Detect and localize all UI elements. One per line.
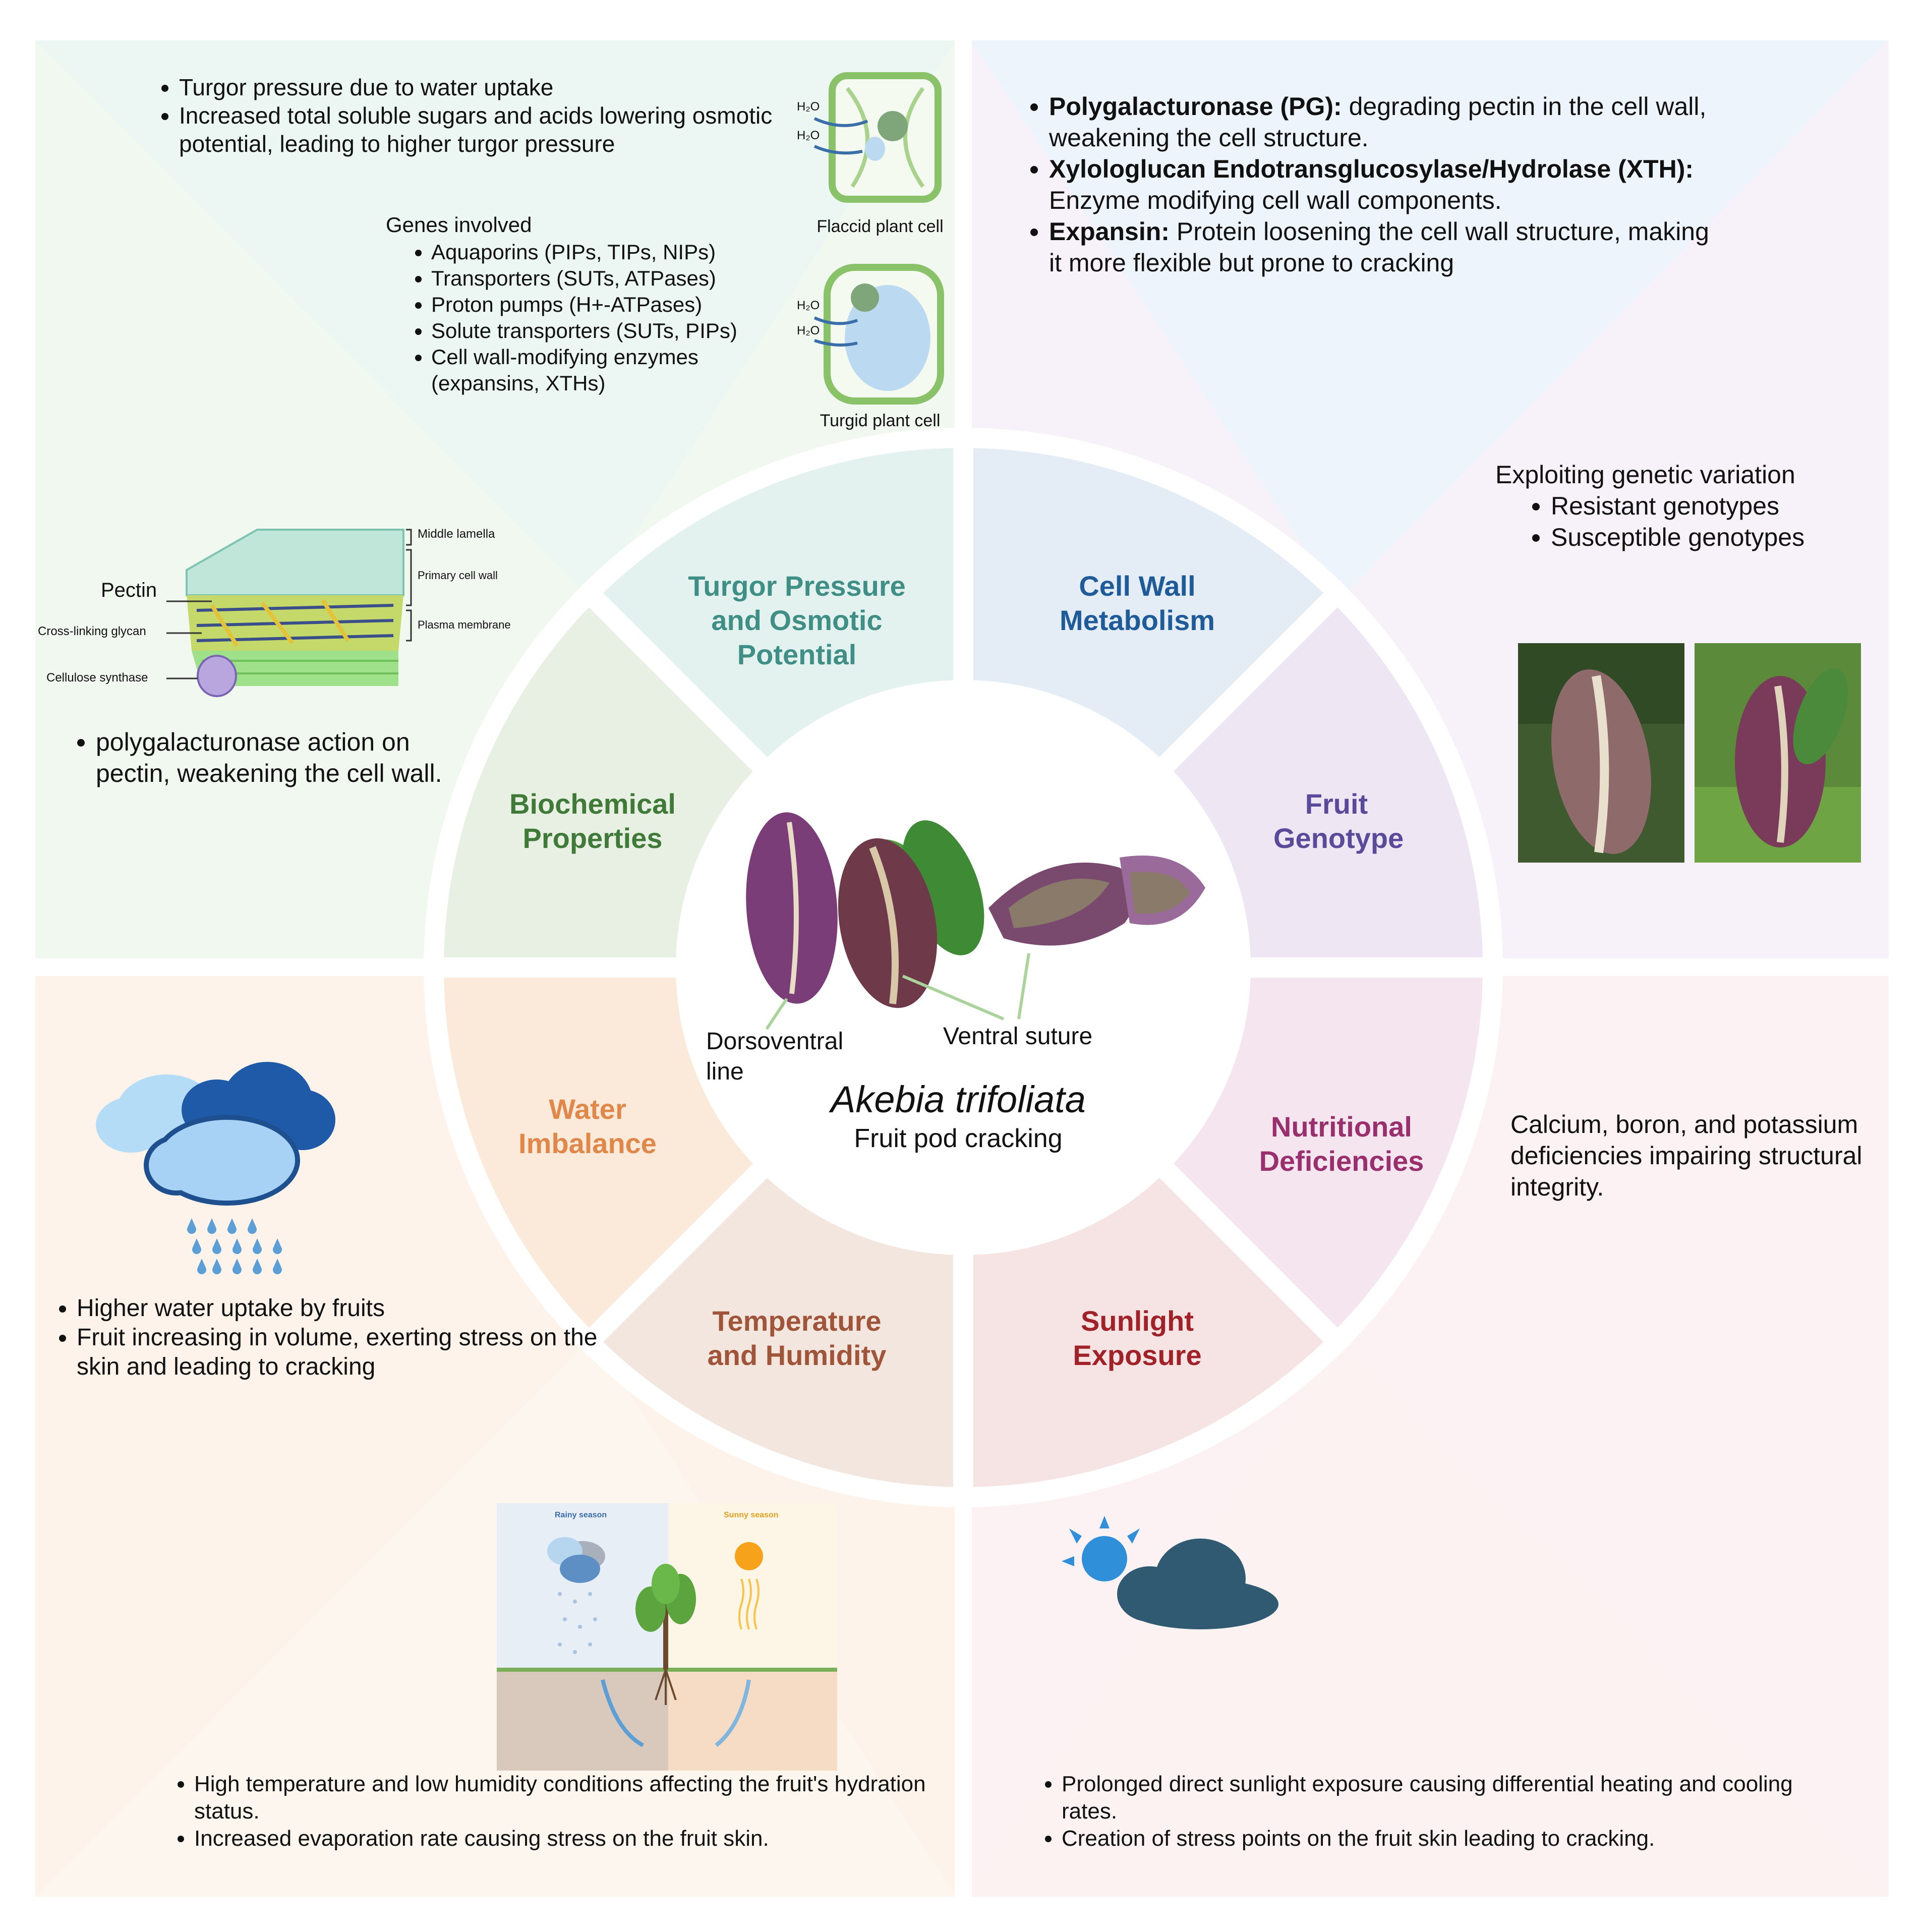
flaccid-cell-label: Flaccid plant cell [817,217,944,236]
h2o-label: H₂O [797,324,820,337]
segment-nutritional[interactable] [1145,957,1503,1356]
pectin-label: Pectin [101,579,157,601]
genotype-item: Susceptible genotypes [1551,522,1884,553]
gene-item: Solute transporters (SUTs, PIPs) [431,318,799,344]
segment-biochemical[interactable] [423,579,782,978]
plasma-membrane-label: Plasma membrane [418,618,511,631]
species-name: Akebia trifoliata [831,1078,1086,1120]
gene-item: Cell wall-modifying enzymes (expansins, … [431,344,799,396]
center-disc [686,690,1241,1245]
segment-water[interactable] [423,957,782,1356]
turgid-cell-icon [813,264,944,405]
h2o-label: H₂O [797,129,820,142]
temperature-bullets: High temperature and low humidity condit… [164,1771,951,1852]
turgid-cell-label: Turgid plant cell [820,411,941,430]
ventral-suture-label: Ventral suture [943,1023,1093,1050]
rain-cloud-icon [96,1062,335,1275]
dorsoventral-label: Dorsoventral line [706,1028,844,1085]
biochem-bullet: polygalacturonase action on pectin, weak… [96,726,449,789]
turgor-bullet: Increased total soluble sugars and acids… [179,101,804,158]
biochem-bullet-list: polygalacturonase action on pectin, weak… [66,726,449,789]
segment-cellwall[interactable] [953,427,1352,786]
genotype-list: Resistant genotypes Susceptible genotype… [1521,490,1884,553]
genes-heading: Genes involved [386,213,532,237]
water-bullets: Higher water uptake by fruits Fruit incr… [46,1294,601,1382]
middle-lamella-label: Middle lamella [418,527,495,541]
sunny-season-label: Sunny season [724,1511,779,1519]
segment-sunlight[interactable] [953,1149,1352,1508]
turgor-bullets: Turgor pressure due to water uptake Incr… [149,73,804,158]
sun-cloud-icon [1062,1516,1278,1629]
turgor-bullet: Turgor pressure due to water uptake [179,73,804,101]
genes-list: Aquaporins (PIPs, TIPs, NIPs) Transporte… [406,239,799,396]
water-bullet: Fruit increasing in volume, exerting str… [77,1323,601,1382]
temperature-bullet: Increased evaporation rate causing stres… [194,1825,951,1852]
cellwall-item: Xylologlucan Endotransglucosylase/Hydrol… [1049,153,1725,216]
center-subtitle: Fruit pod cracking [854,1124,1063,1153]
cellwall-item: Polygalacturonase (PG): degrading pectin… [1049,91,1725,153]
nutritional-text: Calcium, boron, and potassium deficienci… [1510,1110,1862,1201]
segment-label-genotype: Fruit Genotype [1273,788,1404,854]
gene-item: Transporters (SUTs, ATPases) [431,265,799,292]
segment-genotype[interactable] [1145,579,1503,978]
genotype-item: Resistant genotypes [1551,490,1884,522]
segment-label-turgor: Turgor Pressure and Osmotic Potential [688,570,906,670]
h2o-label: H₂O [797,299,820,312]
segment-label-temperature: Temperature and Humidity [707,1305,887,1371]
enzyme-term: Xylologlucan Endotransglucosylase/Hydrol… [1049,155,1694,183]
primary-cell-wall-label: Primary cell wall [418,569,498,582]
h2o-label: H₂O [797,100,820,113]
seasons-illustration [497,1503,837,1771]
segment-label-nutritional: Nutritional Deficiencies [1259,1111,1424,1177]
gene-item: Proton pumps (H+-ATPases) [431,292,799,318]
enzyme-description: Enzyme modifying cell wall components. [1049,186,1502,214]
sunlight-bullets: Prolonged direct sunlight exposure causi… [1031,1771,1813,1852]
segment-turgor[interactable] [574,427,973,786]
segment-label-sunlight: Sunlight Exposure [1073,1305,1202,1371]
segment-label-water: Water Imbalance [518,1093,657,1159]
factor-ring [423,427,1503,1508]
sun-icon [735,1542,763,1570]
segment-temperature[interactable] [574,1149,973,1508]
crosslinking-glycan-label: Cross-linking glycan [38,624,146,638]
enzyme-term: Expansin: [1049,217,1170,246]
enzyme-term: Polygalacturonase (PG): [1049,92,1342,121]
segment-label-cellwall: Cell Wall Metabolism [1059,570,1215,636]
sunlight-bullet: Prolonged direct sunlight exposure causi… [1062,1771,1813,1825]
water-bullet: Higher water uptake by fruits [77,1294,601,1323]
enzyme-description: degrading pectin in the cell wall, weake… [1049,92,1707,152]
rainy-season-label: Rainy season [555,1511,607,1519]
enzyme-description: Protein loosening the cell wall structur… [1049,217,1709,277]
temperature-bullet: High temperature and low humidity condit… [194,1771,951,1825]
sunlight-bullet: Creation of stress points on the fruit s… [1062,1825,1813,1852]
genotype-photos [1518,643,1861,863]
cellulose-synthase-label: Cellulose synthase [46,671,148,685]
cell-wall-structure-illustration [166,529,412,697]
flaccid-cell-icon [813,72,942,203]
cellwall-item: Expansin: Protein loosening the cell wal… [1049,216,1725,278]
akebia-fruit-illustration [746,812,1205,1030]
gene-item: Aquaporins (PIPs, TIPs, NIPs) [431,239,799,265]
genotype-heading: Exploiting genetic variation [1495,461,1795,489]
cellwall-bullets: Polygalacturonase (PG): degrading pectin… [1019,91,1725,278]
segment-label-biochemical: Biochemical Properties [509,788,676,854]
